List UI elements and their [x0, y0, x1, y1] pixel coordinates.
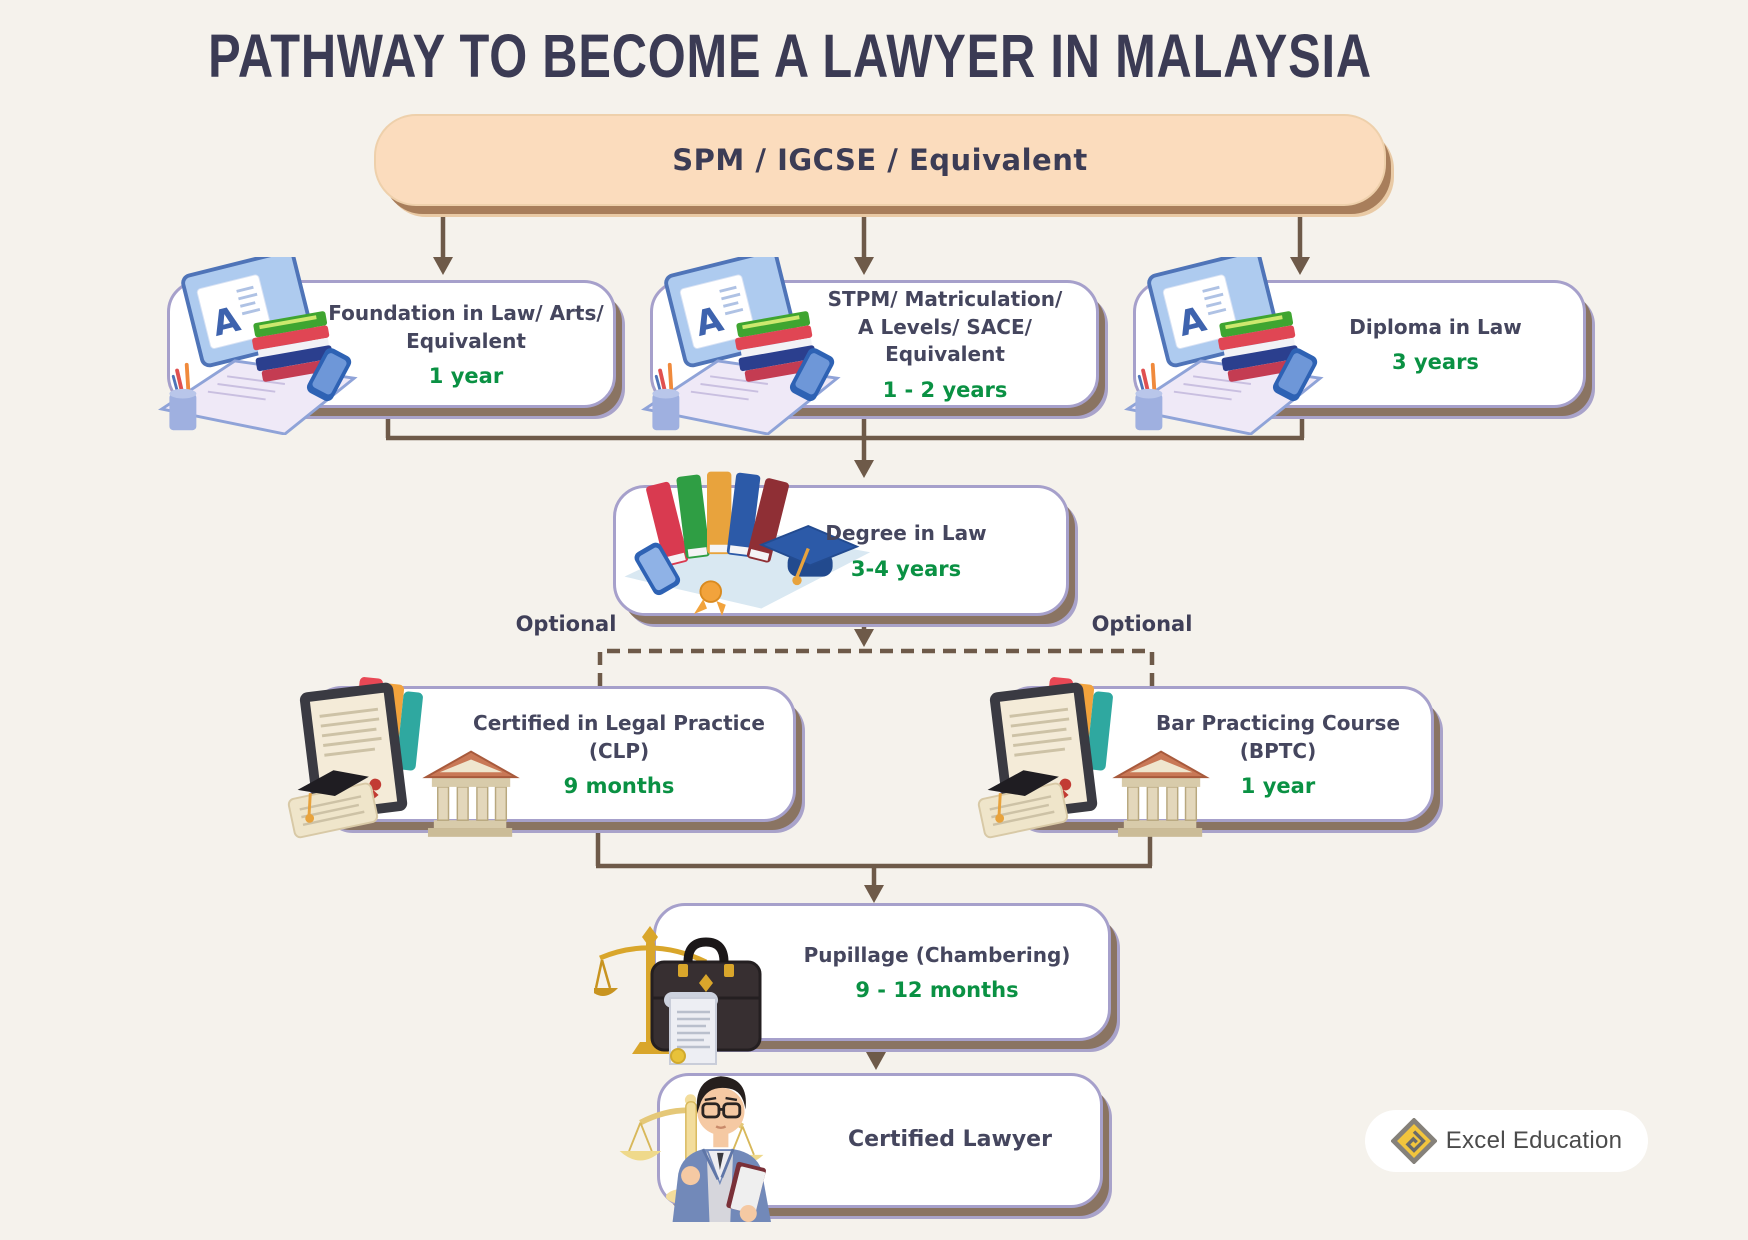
node-degree-duration: 3-4 years — [850, 556, 962, 581]
label-line2: A Levels/ SACE/ Equivalent — [858, 314, 1032, 367]
node-spm: SPM / IGCSE / Equivalent — [374, 114, 1386, 206]
node-foundation-body: Foundation in Law/ Arts/ Equivalent 1 ye… — [325, 283, 607, 405]
label-line2: (BPTC) — [1239, 738, 1317, 763]
node-stpm-duration: 1 - 2 years — [882, 377, 1008, 402]
label-line1: Certified in Legal Practice — [473, 710, 765, 735]
node-foundation-label: Foundation in Law/ Arts/ Equivalent — [328, 300, 603, 355]
node-clp: Certified in Legal Practice (CLP) 9 mont… — [287, 677, 796, 839]
label-line1: STPM/ Matriculation/ — [827, 287, 1063, 312]
node-diploma-body: Diploma in Law 3 years — [1296, 283, 1575, 405]
label-line1: Bar Practicing Course — [1155, 710, 1401, 735]
node-pupillage-label: Pupillage (Chambering) — [803, 942, 1071, 967]
laptop-screen-letter: A — [1175, 300, 1211, 345]
brand-logo-text: Excel Education — [1445, 1127, 1623, 1154]
node-certified-lawyer-body: Certified Lawyer — [810, 1076, 1090, 1205]
node-degree: Degree in Law 3-4 years — [613, 471, 1069, 616]
node-clp-duration: 9 months — [563, 774, 675, 799]
brand-logo: Excel Education — [1365, 1110, 1648, 1172]
node-stpm: A STPM/ Matriculation/ A Levels/ SACE/ E… — [640, 257, 1099, 435]
optional-label-left: Optional — [515, 612, 617, 636]
label-line2: (CLP) — [588, 738, 650, 763]
node-pupillage-duration: 9 - 12 months — [855, 978, 1019, 1003]
node-foundation-duration: 1 year — [428, 364, 504, 389]
label-line1: Foundation in Law/ Arts/ — [328, 300, 604, 325]
node-clp-label: Certified in Legal Practice (CLP) — [473, 710, 765, 765]
page-title: PATHWAY TO BECOME A LAWYER IN MALAYSIA — [208, 22, 1372, 90]
node-clp-body: Certified in Legal Practice (CLP) 9 mont… — [453, 689, 785, 819]
node-degree-label: Degree in Law — [825, 521, 987, 546]
node-diploma: A Diploma in Law 3 years — [1123, 257, 1586, 435]
node-spm-label: SPM / IGCSE / Equivalent — [672, 143, 1088, 177]
optional-label-right: Optional — [1091, 612, 1193, 636]
node-bptc: Bar Practicing Course (BPTC) 1 year — [977, 677, 1434, 839]
brand-logo-diamond-icon — [1390, 1118, 1437, 1164]
laptop-screen-letter: A — [692, 300, 728, 345]
node-degree-body: Degree in Law 3-4 years — [756, 488, 1056, 613]
node-stpm-label: STPM/ Matriculation/ A Levels/ SACE/ Equ… — [798, 286, 1092, 369]
node-diploma-label: Diploma in Law — [1349, 314, 1522, 339]
connector-arrowheads — [433, 257, 1310, 1070]
node-foundation: A Foundation in Law/ Arts/ Equivalent 1 … — [157, 257, 616, 435]
node-diploma-duration: 3 years — [1392, 350, 1479, 375]
node-certified-lawyer: Certified Lawyer — [619, 1073, 1103, 1222]
node-stpm-body: STPM/ Matriculation/ A Levels/ SACE/ Equ… — [798, 283, 1092, 405]
laptop-screen-letter: A — [209, 300, 245, 345]
connector-dashed-optional — [597, 648, 1155, 686]
node-pupillage-body: Pupillage (Chambering) 9 - 12 months — [776, 906, 1098, 1038]
node-bptc-body: Bar Practicing Course (BPTC) 1 year — [1133, 689, 1423, 819]
node-pupillage: Pupillage (Chambering) 9 - 12 months — [594, 903, 1111, 1065]
node-certified-lawyer-label: Certified Lawyer — [848, 1127, 1052, 1153]
node-bptc-duration: 1 year — [1240, 774, 1316, 799]
node-bptc-label: Bar Practicing Course (BPTC) — [1156, 710, 1400, 765]
label-line2: Equivalent — [406, 328, 526, 353]
